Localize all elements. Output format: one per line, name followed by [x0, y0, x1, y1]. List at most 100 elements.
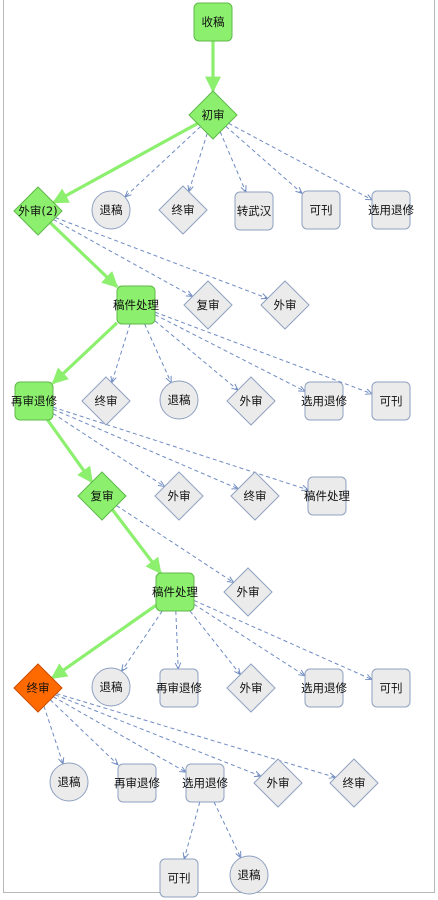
node-rect-n9[interactable]: 稿件处理 — [113, 285, 159, 325]
node-shape-n27 — [226, 663, 276, 713]
node-label-n17: 可刊 — [380, 394, 403, 408]
node-diamond-n23[interactable]: 外审 — [223, 567, 273, 617]
node-shape-n12 — [14, 381, 54, 421]
node-shape-n15 — [226, 376, 276, 426]
node-label-n33: 外审 — [267, 776, 290, 790]
node-label-n3: 外审(2) — [18, 204, 57, 218]
node-label-n35: 可刊 — [168, 871, 191, 885]
node-rect-n31[interactable]: 再审退修 — [114, 763, 160, 803]
node-shape-n13 — [81, 376, 131, 426]
node-label-n8: 选用退修 — [368, 203, 414, 217]
branch-edge-n2-n5 — [189, 133, 208, 192]
node-shape-n35 — [159, 858, 199, 898]
node-label-n29: 可刊 — [380, 681, 403, 695]
node-rect-n35[interactable]: 可刊 — [159, 858, 199, 898]
branch-edge-n24-n33 — [55, 694, 261, 776]
node-diamond-n18[interactable]: 复审 — [77, 471, 127, 521]
node-rect-n17[interactable]: 可刊 — [371, 381, 411, 421]
node-rect-n6[interactable]: 转武汉 — [234, 191, 274, 231]
node-shape-n26 — [159, 668, 199, 708]
node-shape-n5 — [158, 185, 208, 235]
branch-edge-n3-n10 — [53, 219, 192, 297]
node-shape-n19 — [154, 471, 204, 521]
node-diamond-n13[interactable]: 终审 — [81, 376, 131, 426]
node-circle-n4[interactable]: 退稿 — [91, 190, 131, 230]
main-edge-n18-n22 — [111, 508, 162, 575]
branch-edge-n22-n25 — [122, 610, 163, 671]
node-diamond-n2[interactable]: 初审 — [188, 90, 238, 140]
node-diamond-n19[interactable]: 外审 — [154, 471, 204, 521]
branch-edge-n12-n21 — [52, 406, 308, 490]
node-shape-n11 — [260, 280, 310, 330]
node-rect-n28[interactable]: 选用退修 — [301, 668, 347, 708]
node-label-n10: 复审 — [197, 298, 220, 312]
node-shape-n4 — [91, 190, 131, 230]
node-shape-n24 — [13, 663, 63, 713]
node-diamond-n11[interactable]: 外审 — [260, 280, 310, 330]
node-label-n27: 外审 — [240, 681, 263, 695]
node-shape-n30 — [49, 762, 89, 802]
node-diamond-n33[interactable]: 外审 — [253, 758, 303, 808]
node-diamond-n3[interactable]: 外审(2) — [13, 186, 63, 236]
node-rect-n21[interactable]: 稿件处理 — [304, 476, 350, 516]
node-rect-n16[interactable]: 选用退修 — [301, 381, 347, 421]
branch-edge-n2-n6 — [219, 131, 246, 192]
node-rect-n8[interactable]: 选用退修 — [368, 190, 414, 230]
node-shape-n17 — [371, 381, 411, 421]
nodes-layer: 收稿初审外审(2)退稿终审转武汉可刊选用退修稿件处理复审外审再审退修终审退稿外审… — [11, 2, 414, 898]
node-label-n11: 外审 — [274, 298, 297, 312]
node-rect-n7[interactable]: 可刊 — [301, 190, 341, 230]
branch-edge-n24-n31 — [49, 699, 118, 765]
branch-edge-n32-n36 — [213, 801, 241, 858]
node-rect-n29[interactable]: 可刊 — [371, 668, 411, 708]
branch-edge-n22-n28 — [193, 603, 305, 676]
node-circle-n36[interactable]: 退稿 — [229, 855, 269, 895]
node-label-n25: 退稿 — [100, 680, 123, 694]
node-diamond-n34[interactable]: 终审 — [329, 758, 379, 808]
node-label-n1: 收稿 — [202, 15, 225, 29]
main-edge-n3-n9 — [49, 221, 119, 288]
branch-edge-n9-n16 — [154, 314, 305, 392]
edges-layer — [43, 41, 372, 859]
node-label-n15: 外审 — [240, 394, 263, 408]
branch-edge-n3-n11 — [55, 217, 267, 299]
node-diamond-n15[interactable]: 外审 — [226, 376, 276, 426]
node-diamond-n24[interactable]: 终审 — [13, 663, 63, 713]
node-diamond-n27[interactable]: 外审 — [226, 663, 276, 713]
node-label-n2: 初审 — [202, 108, 225, 122]
node-shape-n14 — [159, 380, 199, 420]
node-label-n21: 稿件处理 — [304, 489, 350, 503]
branch-edge-n2-n4 — [125, 126, 201, 197]
node-circle-n25[interactable]: 退稿 — [91, 667, 131, 707]
node-diamond-n20[interactable]: 终审 — [230, 471, 280, 521]
node-label-n16: 选用退修 — [301, 394, 347, 408]
node-shape-n18 — [77, 471, 127, 521]
node-rect-n22[interactable]: 稿件处理 — [152, 572, 198, 612]
node-shape-n22 — [155, 572, 195, 612]
node-circle-n30[interactable]: 退稿 — [49, 762, 89, 802]
main-edge-n12-n18 — [46, 419, 94, 484]
node-label-n20: 终审 — [244, 489, 267, 503]
node-shape-n6 — [234, 191, 274, 231]
node-label-n32: 选用退修 — [182, 776, 228, 790]
node-label-n34: 终审 — [343, 776, 366, 790]
node-shape-n21 — [307, 476, 347, 516]
node-shape-n8 — [371, 190, 411, 230]
node-shape-n36 — [229, 855, 269, 895]
node-circle-n14[interactable]: 退稿 — [159, 380, 199, 420]
node-shape-n32 — [185, 763, 225, 803]
node-rect-n12[interactable]: 再审退修 — [11, 381, 57, 421]
node-label-n18: 复审 — [91, 489, 114, 503]
branch-edge-n24-n32 — [53, 696, 186, 772]
node-label-n24: 终审 — [27, 681, 50, 695]
node-rect-n32[interactable]: 选用退修 — [182, 763, 228, 803]
node-rect-n1[interactable]: 收稿 — [193, 2, 233, 42]
branch-edge-n24-n30 — [43, 705, 63, 764]
node-diamond-n10[interactable]: 复审 — [183, 280, 233, 330]
main-edge-n22-n24 — [50, 604, 157, 680]
diagram-frame — [3, 0, 435, 893]
node-diamond-n5[interactable]: 终审 — [158, 185, 208, 235]
node-shape-n29 — [371, 668, 411, 708]
node-rect-n26[interactable]: 再审退修 — [156, 668, 202, 708]
